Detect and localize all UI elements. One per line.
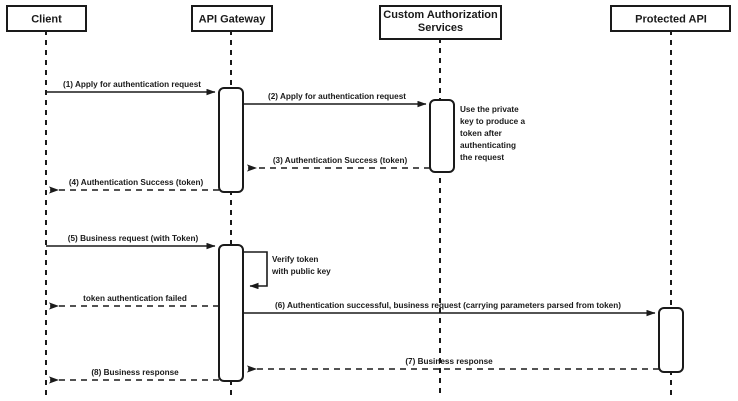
note-private-key: Use the private key to produce a token a… [460,105,526,162]
message-7-label: (7) Business response [405,357,493,366]
message-2-label: (2) Apply for authentication request [268,92,406,101]
message-5-business-request-with-token[interactable]: (5) Business request (with Token) [46,234,216,250]
activation-bar-protected-api [658,307,684,373]
message-8-business-response[interactable]: (8) Business response [49,368,219,384]
note-private-key-line-5: the request [460,153,504,162]
note-private-key-line-2: key to produce a [460,117,526,126]
message-4-authentication-success-token[interactable]: (4) Authentication Success (token) [49,178,219,194]
participant-label-client: Client [31,13,62,25]
message-token-authentication-failed[interactable]: token authentication failed [49,294,219,310]
self-message-verify-token-arrow [243,251,268,290]
participant-box-api-gateway[interactable] [191,5,273,32]
self-message-verify-token-line-2: with public key [271,267,331,276]
message-4-label: (4) Authentication Success (token) [69,178,204,187]
message-6-authentication-successful-business-request[interactable]: (6) Authentication successful, business … [243,301,656,317]
note-private-key-line-1: Use the private [460,105,519,114]
message-5-label: (5) Business request (with Token) [68,234,199,243]
note-private-key-line-3: token after [460,129,503,138]
message-3-label: (3) Authentication Success (token) [273,156,408,165]
participant-custom-authorization-services[interactable]: Custom Authorization Services [379,5,502,40]
self-message-verify-token[interactable]: Verify token with public key [243,251,331,290]
participant-client[interactable]: Client [6,5,87,32]
participant-box-custom-authorization-services[interactable] [379,5,502,40]
message-3-authentication-success-token[interactable]: (3) Authentication Success (token) [247,156,430,172]
activation-bar-custom-authorization-services [429,99,455,173]
activation-bar-api-gateway-auth [218,87,244,193]
participant-api-gateway[interactable]: API Gateway [191,5,273,32]
participant-label-protected-api: Protected API [635,13,707,25]
participant-box-client[interactable] [6,5,87,32]
participant-protected-api[interactable]: Protected API [610,5,731,32]
participant-box-protected-api[interactable] [610,5,731,32]
message-6-label: (6) Authentication successful, business … [275,301,621,310]
activation-bar-api-gateway-business [218,244,244,382]
participant-label-custom-authorization-services-line1: Custom Authorization [383,9,498,21]
message-1-label: (1) Apply for authentication request [63,80,201,89]
message-7-business-response[interactable]: (7) Business response [247,357,659,373]
message-8-label: (8) Business response [91,368,179,377]
message-token-authentication-failed-label: token authentication failed [83,294,187,303]
participant-label-custom-authorization-services-line2: Services [418,22,463,34]
note-private-key-line-4: authenticating [460,141,516,150]
message-1-apply-for-authentication-request[interactable]: (1) Apply for authentication request [46,80,216,96]
self-message-verify-token-line-1: Verify token [272,255,318,264]
message-2-apply-for-authentication-request[interactable]: (2) Apply for authentication request [243,92,427,108]
participant-label-api-gateway: API Gateway [199,13,267,25]
